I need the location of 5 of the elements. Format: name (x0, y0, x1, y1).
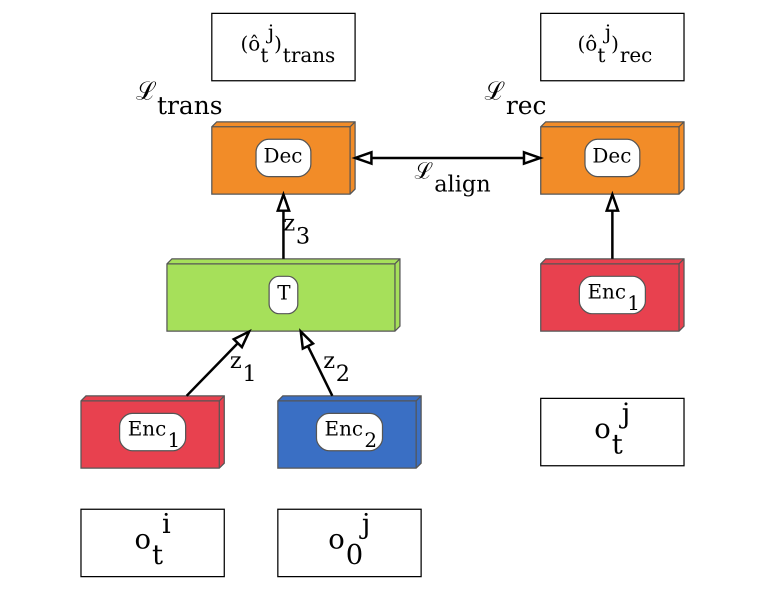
arrow (299, 328, 334, 396)
arrow (186, 328, 252, 397)
arrow (276, 190, 291, 259)
arrow (351, 150, 544, 166)
arrow (604, 190, 620, 259)
